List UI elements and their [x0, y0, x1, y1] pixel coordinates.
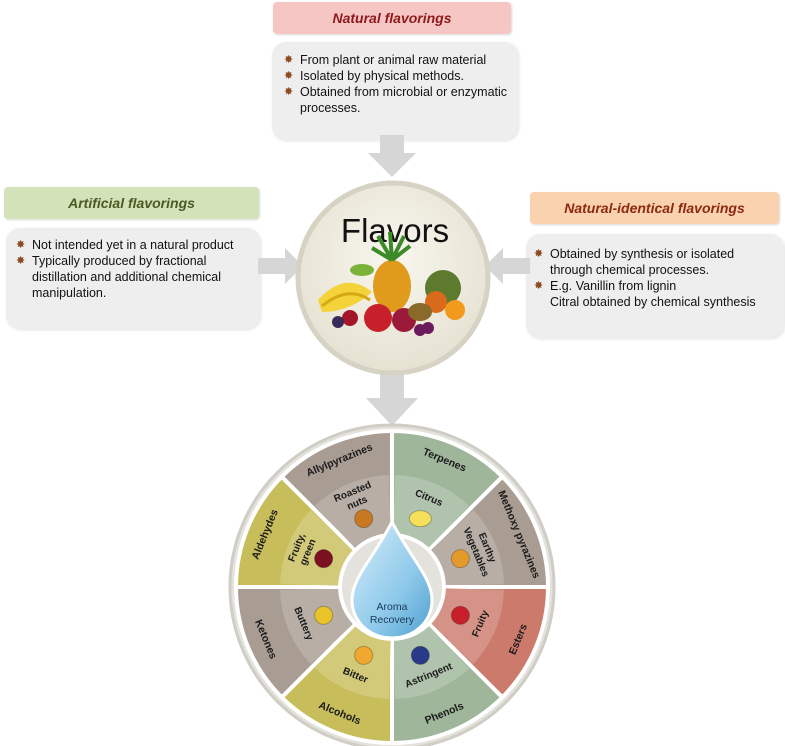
wheel-sector-inner-4 — [314, 626, 391, 699]
wheel-food-icon-7 — [354, 509, 374, 529]
artificial-flavorings-header: Artificial flavorings — [4, 187, 259, 219]
aroma-recovery-label-2: Recovery — [370, 614, 415, 626]
natural-bullet-3: ✸Obtained from microbial or enzymatic pr… — [284, 85, 508, 115]
wheel-sector-inner-5 — [280, 588, 353, 665]
arrow-down-top-icon — [368, 135, 416, 177]
arrow-right-icon — [258, 248, 303, 284]
bullet-icon: ✸ — [284, 54, 294, 66]
wheel-sector-inner-1 — [431, 509, 504, 586]
arrow-down-bottom-icon — [366, 372, 418, 426]
wheel-food-icon-0 — [408, 510, 432, 528]
natural-identical-title: Natural-identical flavorings — [564, 200, 745, 216]
natural-identical-header: Natural-identical flavorings — [530, 192, 779, 224]
artificial-bullet-2: ✸Typically produced by fractional distil… — [16, 254, 222, 300]
wheel-sector-inner-2 — [431, 588, 504, 665]
identical-extra-line: Citral obtained by chemical synthesis — [550, 295, 756, 309]
artificial-flavorings-box: ✸Not intended yet in a natural product ✸… — [6, 228, 260, 329]
arrow-left-icon — [485, 248, 530, 284]
wheel-sector-inner-0 — [393, 475, 470, 548]
wheel-sector-inner-6 — [280, 509, 353, 586]
bullet-icon: ✸ — [16, 255, 26, 267]
natural-flavorings-title: Natural flavorings — [332, 10, 452, 26]
natural-flavorings-header: Natural flavorings — [273, 2, 511, 34]
wheel-sector-inner-7 — [314, 475, 391, 548]
bullet-icon: ✸ — [16, 239, 26, 251]
bullet-icon: ✸ — [284, 70, 294, 82]
wheel-food-icon-1 — [450, 549, 470, 569]
bullet-icon: ✸ — [534, 280, 544, 292]
aroma-recovery-label-1: Aroma — [377, 601, 408, 613]
natural-identical-box: ✸Obtained by synthesis or isolated throu… — [526, 234, 784, 338]
aroma-recovery-drop: Aroma Recovery — [350, 518, 434, 640]
fruit-pile-image — [318, 231, 465, 336]
wheel-food-icon-6 — [314, 549, 334, 569]
artificial-flavorings-title: Artificial flavorings — [68, 195, 195, 211]
natural-bullet-1: ✸From plant or animal raw material — [284, 53, 487, 67]
wheel-food-icon-5 — [314, 605, 334, 625]
wheel-food-icon-2 — [450, 605, 470, 625]
natural-bullet-2: ✸Isolated by physical methods. — [284, 69, 464, 83]
wheel-food-icon-4 — [354, 645, 374, 665]
bullet-icon: ✸ — [284, 86, 294, 98]
natural-flavorings-box: ✸From plant or animal raw material ✸Isol… — [272, 42, 518, 140]
artificial-bullet-1: ✸Not intended yet in a natural product — [16, 238, 234, 252]
wheel-food-icon-3 — [410, 645, 430, 665]
identical-bullet-1: ✸Obtained by synthesis or isolated throu… — [534, 247, 735, 277]
wheel-sector-inner-3 — [393, 626, 470, 699]
flavors-title: Flavors — [341, 212, 449, 249]
identical-bullet-2: ✸E.g. Vanillin from lignin — [534, 279, 677, 293]
bullet-icon: ✸ — [534, 248, 544, 260]
